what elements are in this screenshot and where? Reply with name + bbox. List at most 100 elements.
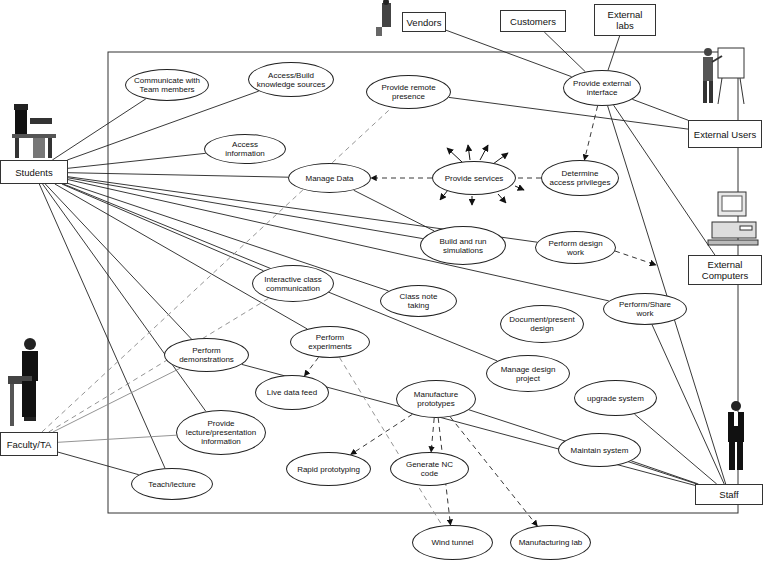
use-case-label: Access/Build knowledge sources [256,71,326,89]
use-case-oval: Maintain system [558,433,641,467]
association-line [52,99,146,160]
use-case-oval: Interactive class communication [252,265,334,302]
association-line [55,184,307,329]
actor-name: Vendors [407,17,442,28]
use-case-label: Interactive class communication [260,275,326,293]
association-line [242,364,695,485]
use-case-oval: Class note taking [380,285,457,317]
association-line [68,183,389,291]
association-line [39,184,165,468]
use-case-oval: Perform experiments [290,326,370,358]
use-case-oval: Manage design project [486,355,570,392]
use-case-oval: Provide lecture/presentation information [176,410,266,455]
use-case-oval: Manufacture prototypes [396,380,476,418]
use-case-oval: Perform/Share work [603,293,687,325]
use-case-label: Perform demonstrations [172,346,241,364]
use-case-oval: Determine access privileges [541,160,619,196]
use-case-label: Provide remote presence [374,83,443,101]
use-case-oval: Generate NC code [390,452,469,486]
actor-name: External Computers [692,259,758,281]
use-case-oval: Wind tunnel [412,525,493,560]
use-case-oval: Manufacturing lab [510,525,591,560]
actor-name: External labs [598,9,652,31]
actor-name: Faculty/TA [7,439,52,450]
association-line [45,184,191,339]
use-case-label: Manage design project [494,365,562,383]
use-case-oval: Teach/lecture [131,468,213,500]
association-line [354,190,435,231]
use-case-label: Manage Data [305,174,353,183]
association-line [53,368,180,432]
use-case-oval: Document/present design [500,305,584,343]
use-case-oval: Provide remote presence [366,75,451,109]
use-case-label: Live data feed [267,388,317,397]
faculty-figure [8,338,38,426]
use-case-oval: Build and run simulations [420,226,506,265]
dashed-connector [351,414,413,454]
use-case-oval: Communicate with Team members [125,69,209,101]
use-case-oval: Live data feed [255,375,329,410]
use-case-oval: Perform design work [535,231,616,264]
association-line [43,184,206,411]
use-case-oval: Manage Data [288,163,371,193]
use-case-oval: Access information [204,134,286,164]
use-case-label: Build and run simulations [428,237,498,255]
actor-name: Students [15,167,53,178]
use-case-label: Generate NC code [398,460,461,478]
use-case-label: Class note taking [388,292,449,310]
actor-name: Staff [719,489,738,500]
association-line [68,173,288,178]
student-at-desk-figure [12,104,56,158]
use-case-label: Rapid prototyping [297,465,360,474]
association-line [544,32,585,72]
association-line [634,414,716,484]
staff-figure [728,401,744,470]
use-case-label: Provide lecture/presentation information [184,419,258,446]
dashed-connector [304,357,318,376]
use-case-label: Manufacturing lab [519,538,583,547]
association-line [58,435,176,442]
use-case-oval: upgrade system [574,380,657,416]
presenter-figure [703,48,744,104]
actor-box: Staff [695,484,763,505]
association-line [68,153,206,168]
vendor-figure [376,0,391,36]
association-line [62,184,263,271]
association-line [449,97,688,129]
actor-box: External Computers [688,255,762,285]
actor-box: Students [0,160,68,184]
use-case-label: Document/present design [508,315,576,333]
actor-box: Customers [500,10,566,32]
dashed-connector [431,418,434,452]
association-line [58,452,139,475]
connector-layer [39,30,725,526]
association-line [652,325,724,484]
use-case-label: Access information [212,140,278,158]
use-case-label: upgrade system [587,394,644,403]
use-case-oval: Rapid prototyping [286,452,371,486]
association-line [469,410,697,484]
use-case-oval: Perform demonstrations [164,338,249,372]
association-line [632,99,688,120]
association-line [68,178,423,239]
use-case-label: Teach/lecture [148,480,196,489]
design-work-arrow [615,251,656,265]
use-case-label: Determine access privileges [549,169,611,187]
actor-name: External Users [694,129,756,140]
use-case-label: Perform/Share work [611,300,679,318]
use-case-label: Provide external interface [571,79,633,97]
use-case-label: Perform experiments [298,333,362,351]
use-case-label: Maintain system [571,446,629,455]
use-case-label: Provide services [445,174,504,183]
association-line [608,36,620,70]
actor-box: External labs [594,4,656,36]
use-case-label: Communicate with Team members [133,76,201,94]
dashed-connector [42,108,392,432]
computer-figure [708,192,758,245]
association-line [68,180,609,301]
dashed-connector [371,178,432,179]
actor-name: Customers [510,16,556,27]
actor-box: Faculty/TA [0,432,58,456]
association-line [631,461,698,484]
